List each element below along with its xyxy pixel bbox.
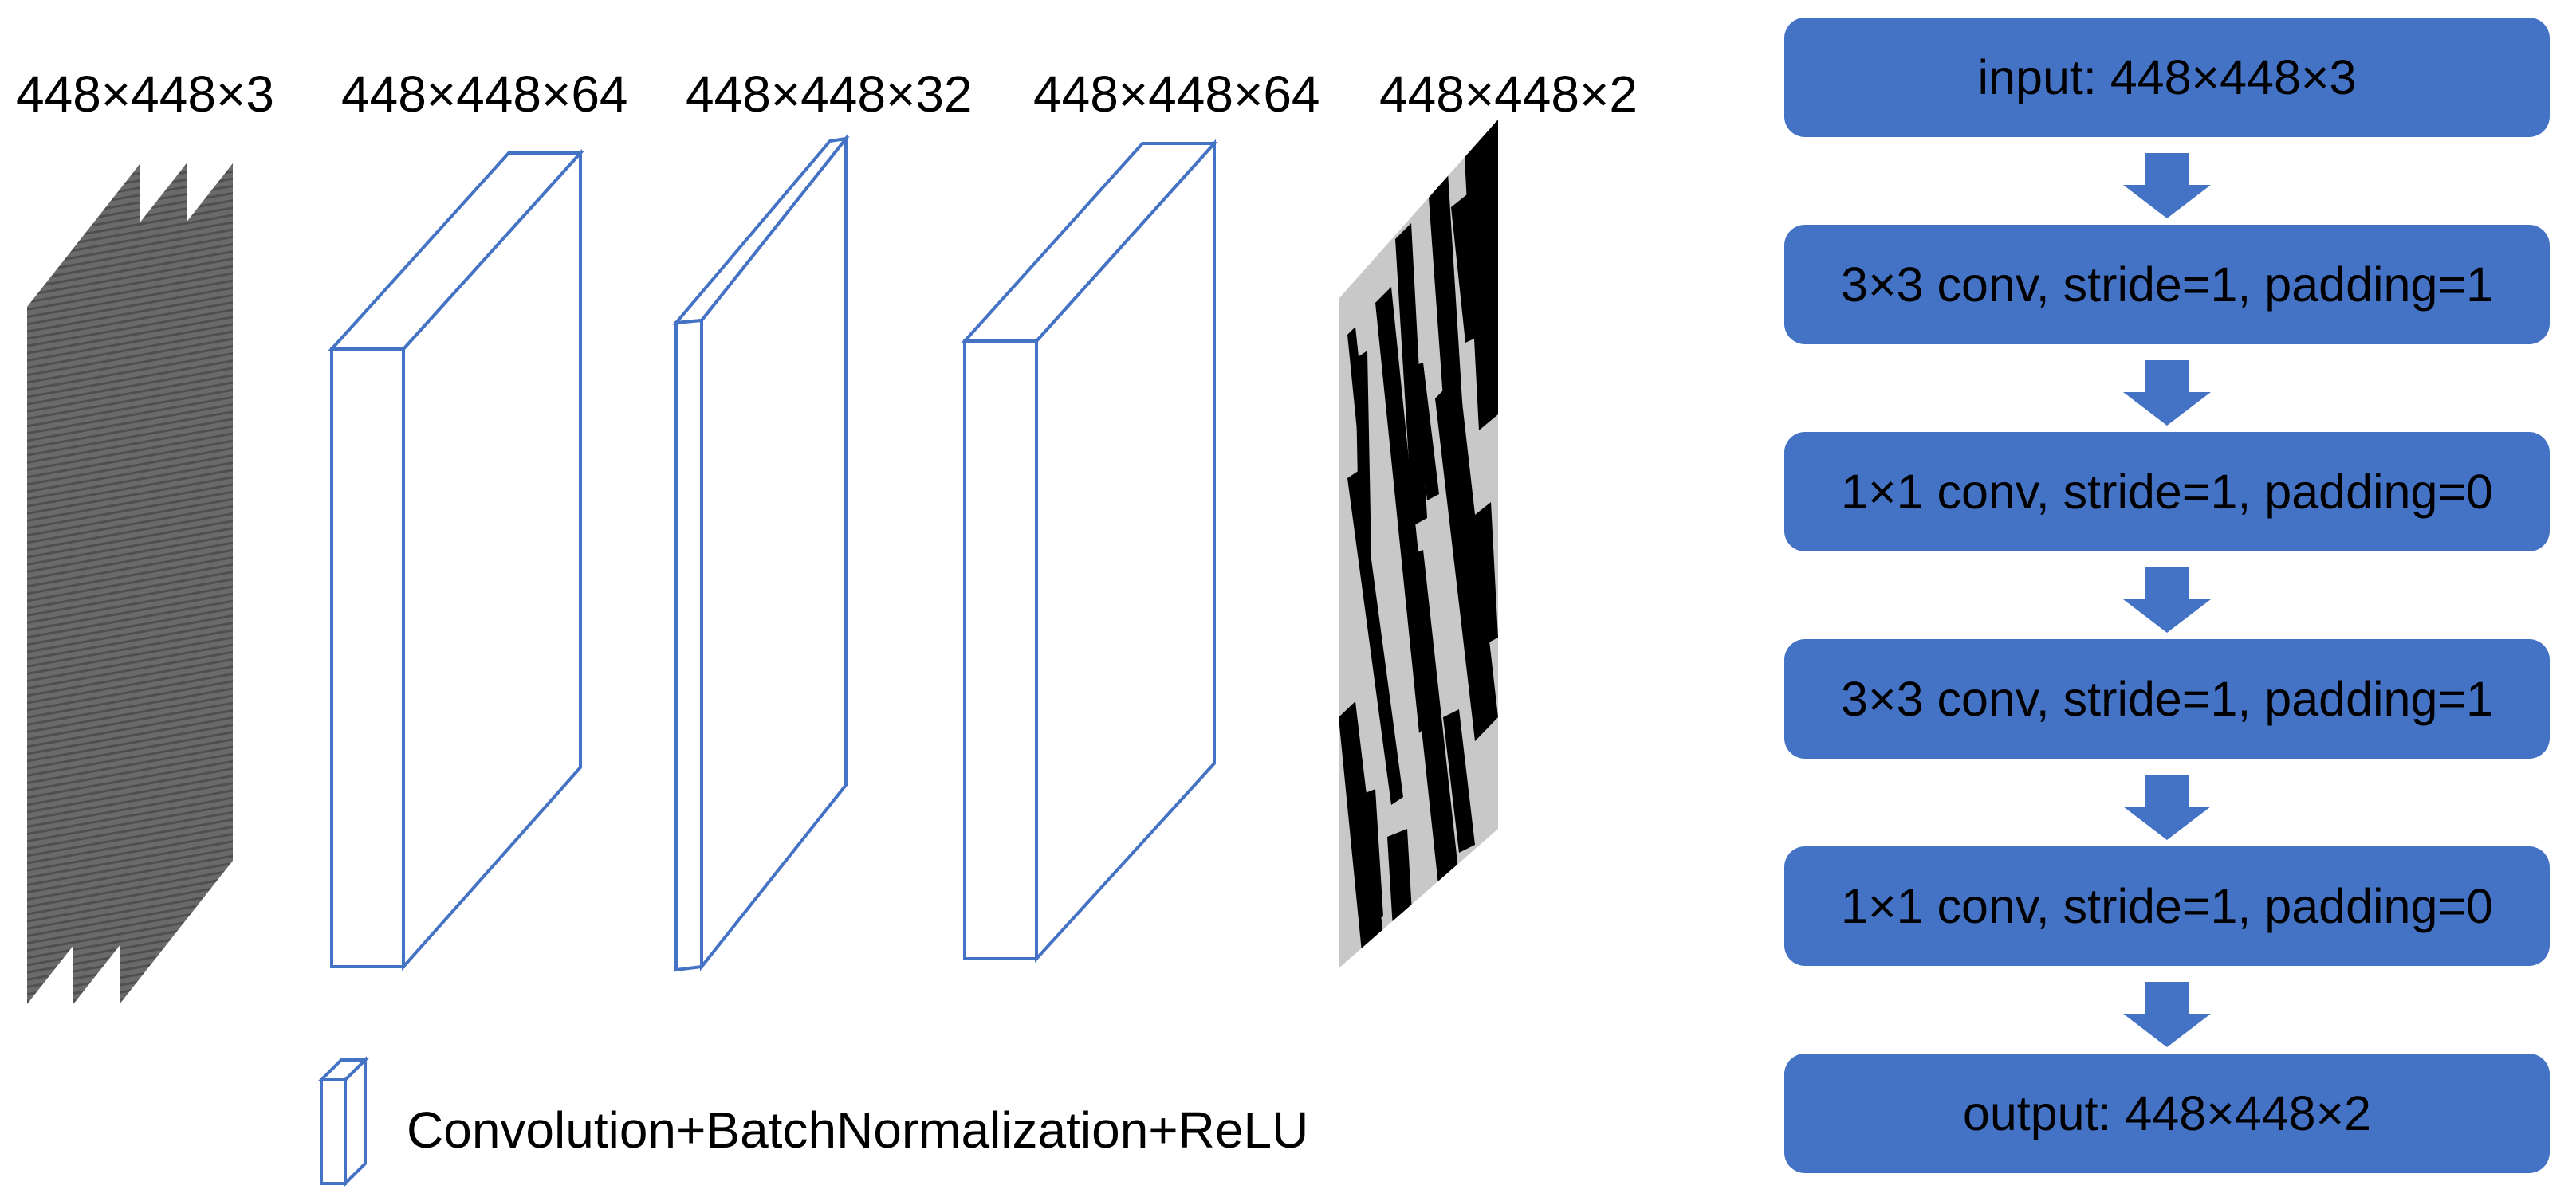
conv-block-64-b (961, 139, 1218, 964)
output-dimension-label: 448×448×2 (1379, 65, 1638, 123)
conv1-front-face (330, 347, 405, 968)
legend-label: Convolution+BatchNormalization+ReLU (407, 1101, 1308, 1159)
segmentation-output-map (1339, 120, 1498, 968)
down-arrow-icon (2123, 567, 2211, 633)
flow-step-label: 1×1 conv, stride=1, padding=0 (1841, 465, 2493, 519)
input-feature-slices (27, 163, 233, 1004)
down-arrow-icon (2123, 360, 2211, 426)
flow-step-label: 3×3 conv, stride=1, padding=1 (1841, 672, 2493, 726)
conv-block-icon (317, 1056, 369, 1187)
conv1-dimension-label: 448×448×64 (341, 65, 628, 123)
conv3-front-face (963, 339, 1038, 960)
conv-block-64-a (328, 148, 584, 971)
down-arrow-icon (2123, 153, 2211, 218)
flow-step-box (1784, 18, 2550, 137)
flow-step-label: 1×1 conv, stride=1, padding=0 (1841, 879, 2493, 933)
conv2-front-face (674, 318, 703, 972)
flow-step-box (1784, 225, 2550, 344)
legend: Convolution+BatchNormalization+ReLU (317, 1056, 1308, 1187)
flow-step-box (1784, 639, 2550, 759)
conv-block-32 (672, 134, 850, 972)
conv3-dimension-label: 448×448×64 (1033, 65, 1320, 123)
layer-flowchart: input: 448×448×3 3×3 conv, stride=1, padd… (1784, 18, 2550, 1173)
flow-step-label: output: 448×448×2 (1963, 1086, 2371, 1140)
flow-step-label: input: 448×448×3 (1978, 50, 2357, 104)
down-arrow-icon (2123, 982, 2211, 1047)
output-crack-streaks (1339, 120, 1498, 968)
flow-step-label: 3×3 conv, stride=1, padding=1 (1841, 257, 2493, 312)
conv2-side-face (700, 134, 848, 971)
flow-step-box (1784, 846, 2550, 966)
flow-step-box (1784, 432, 2550, 551)
input-slice-front (27, 163, 140, 1004)
input-dimension-label: 448×448×3 (16, 65, 274, 123)
flow-step-box (1784, 1054, 2550, 1173)
down-arrow-icon (2123, 775, 2211, 840)
conv2-dimension-label: 448×448×32 (686, 65, 973, 123)
